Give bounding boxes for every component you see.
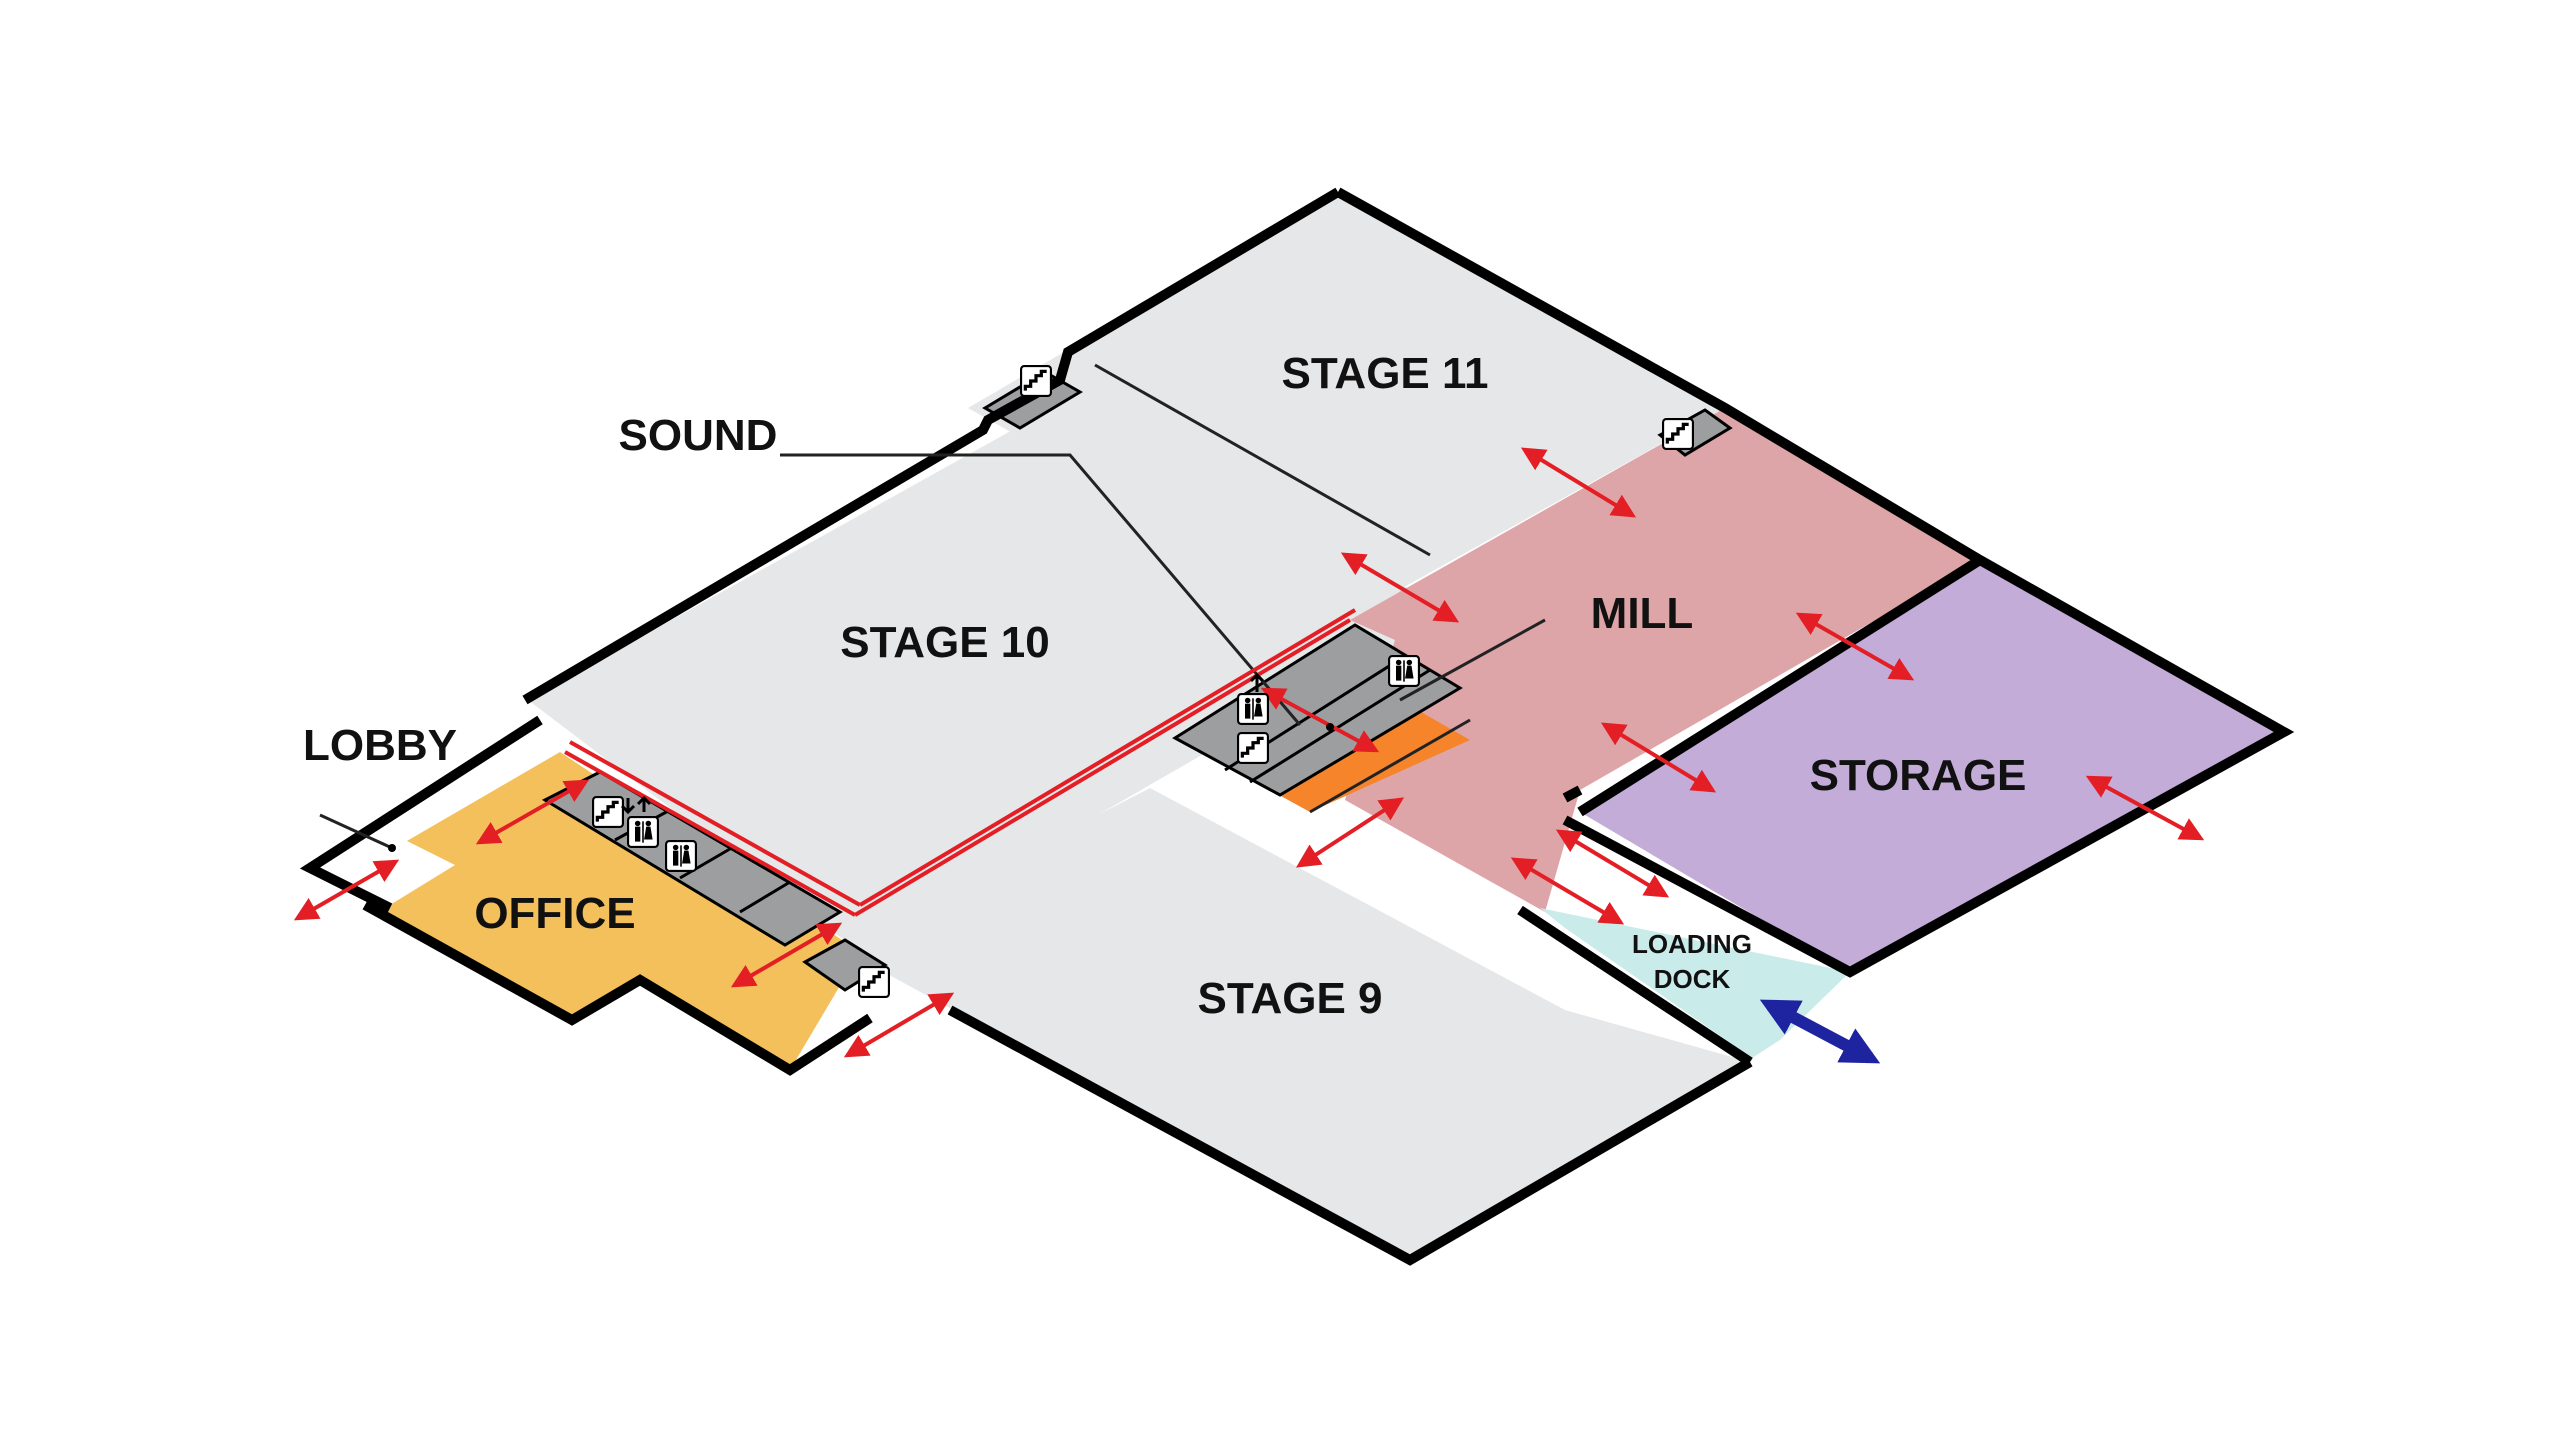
double-arrow-icon [843,992,955,1058]
double-arrow-icon [1555,829,1670,898]
stairs-icon [1662,418,1694,450]
label-storage: STORAGE [1810,751,2027,800]
stage-10-floor [528,398,1450,952]
sound-room-floor [1270,700,1470,812]
icons [592,365,1694,998]
label-stage-10: STAGE 10 [840,618,1049,667]
double-arrow-icon [1520,447,1637,518]
callout-lobby: LOBBY [303,721,457,770]
label-mill: MILL [1591,589,1694,638]
restroom-icon [1237,693,1269,725]
double-arrow-icon [1795,612,1915,681]
double-arrow-icon [1600,722,1717,793]
callout-sound: SOUND [619,411,778,460]
double-arrow-icon [293,859,400,921]
double-arrow-icon [1295,797,1405,868]
stage-9-floor [840,788,1750,1260]
stairs-icon [592,796,624,828]
stairs-icon [1237,732,1269,764]
storage-floor [1580,560,2284,972]
double-arrow-icon [1340,552,1460,623]
stairs-icon [858,966,890,998]
circulation-arrows [293,447,2205,1058]
elevator-icon [620,672,1265,815]
label-loading-dock-line1: LOADING [1632,929,1752,959]
double-arrow-icon [1260,687,1380,753]
stairs-icon [1020,365,1052,397]
label-office: OFFICE [474,889,635,938]
loading-arrow-icon [1759,999,1881,1064]
interior-lines [319,363,1546,917]
room-labels: STAGE 11 STAGE 10 STAGE 9 MILL STORAGE O… [303,349,2026,1023]
restroom-icon [627,816,659,848]
label-loading-dock-line2: DOCK [1654,964,1731,994]
double-arrow-icon [730,922,843,988]
restroom-icon [665,840,697,872]
double-arrow-icon [2085,775,2205,841]
restroom-icon [1388,655,1420,687]
double-arrow-icon [475,779,590,845]
mill-floor [1345,408,1980,912]
label-stage-9: STAGE 9 [1197,974,1382,1023]
label-stage-11: STAGE 11 [1281,349,1488,398]
